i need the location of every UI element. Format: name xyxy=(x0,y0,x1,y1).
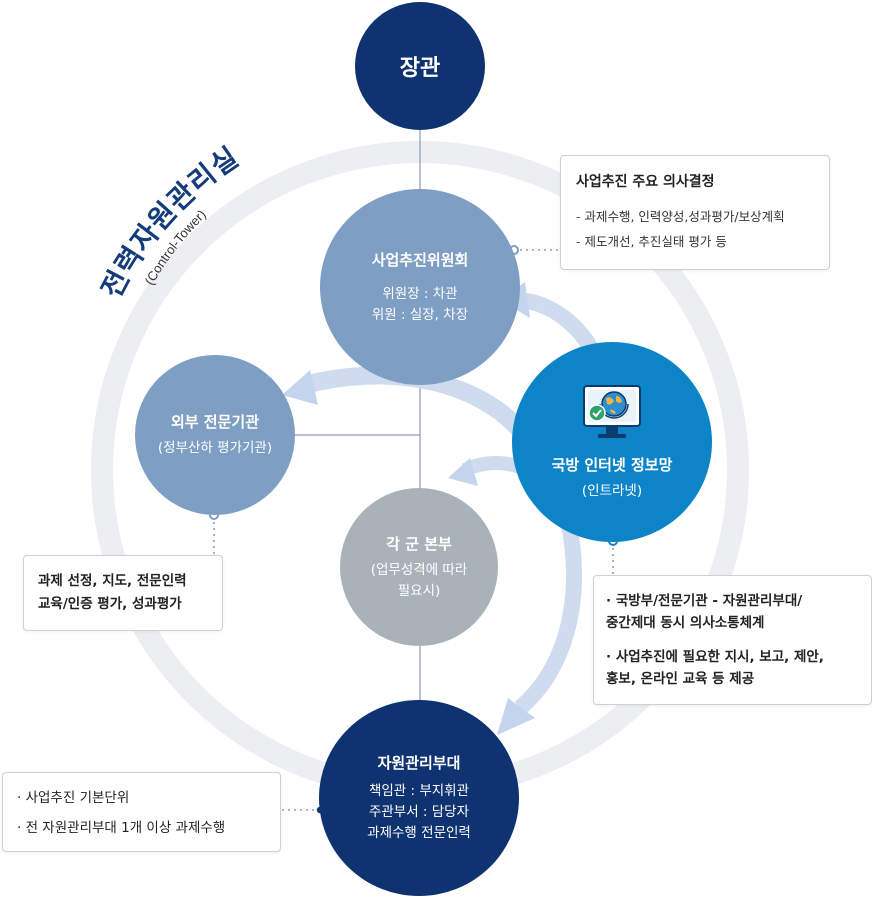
intranet-role-line: 국방부/전문기관 - 자원관리부대/ xyxy=(606,590,802,612)
committee-line-2: 위원 : 실장, 차장 xyxy=(371,306,469,323)
hq-line-1: (업무성격에 따라 xyxy=(370,561,468,578)
units-line-3: 과제수행 전문인력 xyxy=(367,825,471,841)
decision-item: 과제수행, 인력양성,성과평가/보상계획 xyxy=(576,206,784,228)
decision-item: 제도개선, 추진실태 평가 등 xyxy=(576,231,726,253)
intranet-role-line: 사업추진에 필요한 지시, 보고, 제안, xyxy=(606,646,824,668)
unit-role-item: 사업추진 기본단위 xyxy=(17,787,130,809)
intranet-sub: (인트라넷) xyxy=(581,483,643,499)
node-minister: 장관 xyxy=(355,2,485,130)
external-tasks-line: 교육/인증 평가, 성과평가 xyxy=(38,596,182,612)
external-tasks-line: 과제 선정, 지도, 전문인력 xyxy=(38,573,187,589)
hq-line-2: 필요시) xyxy=(397,582,441,599)
committee-title: 사업추진위원회 xyxy=(371,250,469,269)
arrowhead-units xyxy=(497,698,535,735)
arrowhead-hq xyxy=(448,458,478,486)
intranet-role-line: 홍보, 온라인 교육 등 제공 xyxy=(606,671,755,687)
external-title: 외부 전문기관 xyxy=(170,413,260,431)
external-sub: (정부산하 평가기관) xyxy=(157,440,273,456)
intranet-role-line: 중간제대 동시 의사소통체계 xyxy=(606,615,765,631)
decision-heading: 사업추진 주요 의사결정 xyxy=(576,174,715,190)
node-hq: 각 군 본부 (업무성격에 따라 필요시) xyxy=(340,488,498,646)
intranet-roles-box: 국방부/전문기관 - 자원관리부대/ 중간제대 동시 의사소통체계 사업추진에 … xyxy=(593,575,872,705)
arrow-to-units xyxy=(514,518,582,715)
globe-monitor-icon xyxy=(580,382,644,446)
units-title: 자원관리부대 xyxy=(377,754,461,772)
minister-title: 장관 xyxy=(399,56,441,81)
decision-box: 사업추진 주요 의사결정 과제수행, 인력양성,성과평가/보상계획 제도개선, … xyxy=(560,155,830,270)
node-units: 자원관리부대 책임관 : 부지휘관 주관부서 : 담당자 과제수행 전문인력 xyxy=(319,700,519,896)
units-line-1: 책임관 : 부지휘관 xyxy=(368,783,470,799)
committee-line-1: 위원장 : 차관 xyxy=(382,285,458,302)
unit-roles-box: 사업추진 기본단위 전 자원관리부대 1개 이상 과제수행 xyxy=(2,772,281,852)
node-external: 외부 전문기관 (정부산하 평가기관) xyxy=(135,355,295,515)
hq-title: 각 군 본부 xyxy=(386,534,452,553)
intranet-title: 국방 인터넷 정보망 xyxy=(551,456,673,474)
arrowhead-external xyxy=(282,370,318,405)
units-line-2: 주관부서 : 담당자 xyxy=(368,804,470,820)
node-committee: 사업추진위원회 위원장 : 차관 위원 : 실장, 차장 xyxy=(320,189,520,385)
external-tasks-box: 과제 선정, 지도, 전문인력 교육/인증 평가, 성과평가 xyxy=(23,555,223,631)
node-intranet: 국방 인터넷 정보망 (인트라넷) xyxy=(512,342,712,542)
unit-role-item: 전 자원관리부대 1개 이상 과제수행 xyxy=(17,817,226,839)
